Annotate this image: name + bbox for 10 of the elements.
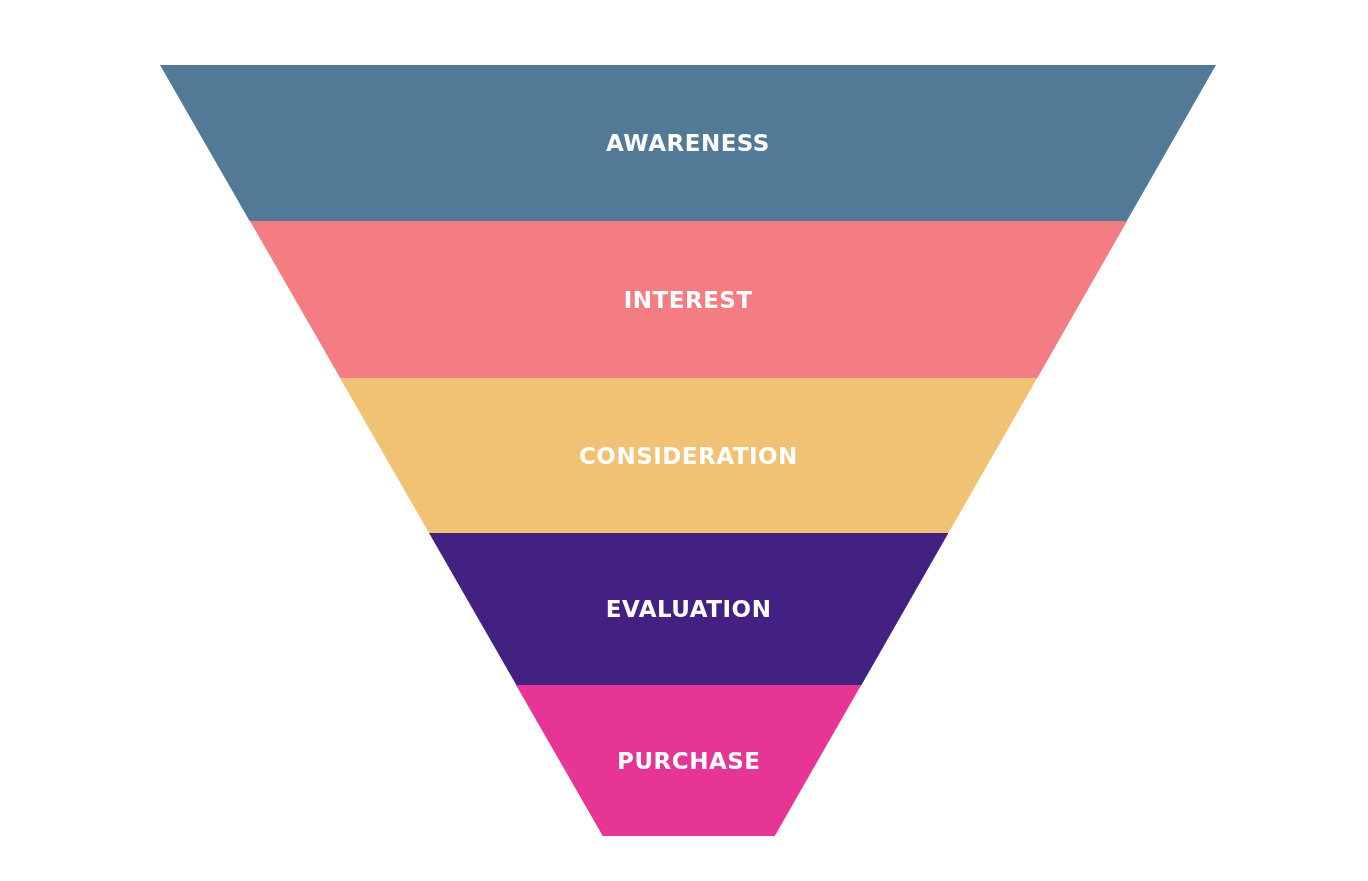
funnel-stage [516,685,862,836]
funnel-stage [160,65,1216,221]
stage-label: EVALUATION [605,596,772,622]
stage-label: AWARENESS [606,130,770,156]
stage-label: CONSIDERATION [578,442,798,469]
funnel-stage [339,378,1037,533]
stage-label: PURCHASE [617,747,761,774]
stage-label: INTEREST [623,286,753,313]
funnel-stage [249,221,1127,378]
funnel-stage [428,533,949,685]
